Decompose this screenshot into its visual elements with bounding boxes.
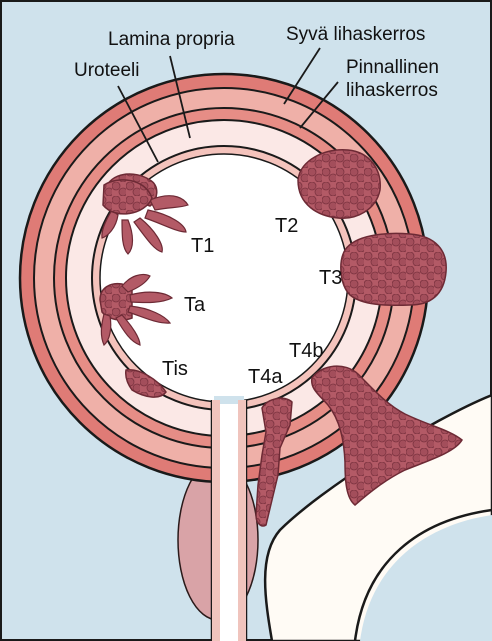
- stage-label-t1: T1: [191, 235, 214, 257]
- syva-lihaskerros-label: Syvä lihaskerros: [286, 24, 425, 45]
- urethra-lumen: [220, 404, 238, 641]
- urethra-lining-right: [238, 400, 246, 641]
- urethra-lining-left: [212, 400, 220, 641]
- stage-label-t2: T2: [275, 215, 298, 237]
- stage-label-ta: Ta: [184, 294, 206, 316]
- tumor-t3: [341, 233, 446, 305]
- pinnallinen-lihaskerros-label-line2: lihaskerros: [346, 80, 438, 101]
- tumor-t2: [298, 150, 380, 218]
- uroteeli-label: Uroteeli: [74, 60, 139, 81]
- stage-label-t4a: T4a: [248, 366, 283, 388]
- stage-label-t4b: T4b: [289, 340, 323, 362]
- stage-label-tis: Tis: [162, 358, 188, 380]
- lamina-propria-label: Lamina propria: [108, 29, 235, 50]
- pinnallinen-lihaskerros-label-line1: Pinnallinen: [346, 57, 439, 78]
- stage-label-t3: T3: [319, 267, 342, 289]
